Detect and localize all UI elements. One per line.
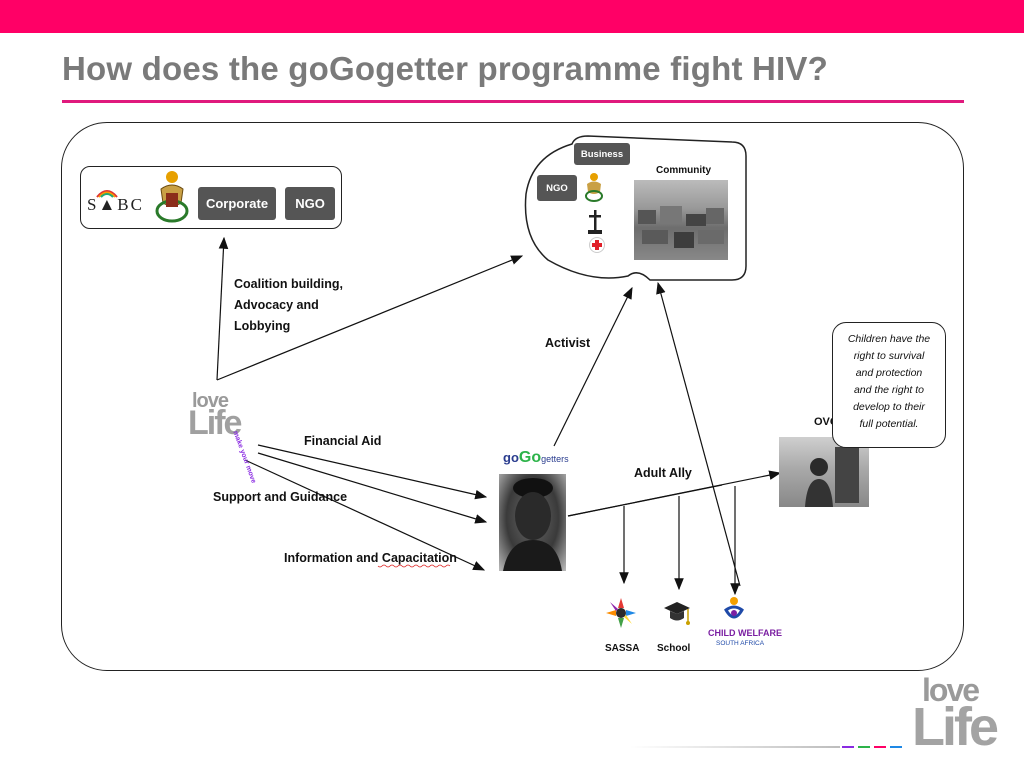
community-cloud: Business NGO Community <box>520 128 750 284</box>
gogetters-Go: Go <box>518 449 542 466</box>
child-welfare-label: CHILD WELFARE <box>708 628 782 638</box>
lovelife-logo: love Life make your move <box>188 390 262 484</box>
label-coalition: Coalition building, Advocacy and Lobbyin… <box>234 277 344 333</box>
label-financial-aid: Financial Aid <box>304 434 382 448</box>
label-information: Information and Capacitation <box>284 551 457 565</box>
rights-callout: Children have the right to survival and … <box>832 322 946 448</box>
sassa-label: SASSA <box>605 643 640 654</box>
footer-rule-purple <box>842 746 854 748</box>
corporate-tag: Corporate <box>198 187 276 220</box>
label-ovc: OVC <box>814 416 838 428</box>
arrow-coalition-up <box>216 236 229 381</box>
sabc-logo: S▲BC <box>87 183 149 214</box>
link-adult-ally <box>567 484 723 517</box>
lovelife-love: love <box>192 390 229 412</box>
ovc-photo <box>779 437 869 507</box>
arrow-to-community <box>216 255 524 381</box>
footer-lovelife-logo: love Life <box>912 672 1012 758</box>
coat-of-arms-icon <box>153 169 191 225</box>
diagram-frame <box>61 122 964 671</box>
child-welfare-sub: SOUTH AFRICA <box>716 640 765 647</box>
gogetters-getters: getters <box>541 454 569 464</box>
page-title: How does the goGogetter programme fight … <box>62 50 828 87</box>
ngo-tag: NGO <box>285 187 335 220</box>
child-welfare-icon <box>722 596 746 624</box>
activist-photo <box>499 474 566 571</box>
footer-rule-green <box>858 746 870 748</box>
label-adult-ally: Adult Ally <box>634 466 692 480</box>
community-label: Community <box>656 165 711 176</box>
label-support-guidance: Support and Guidance <box>213 490 348 504</box>
footer-rule-blue <box>890 746 902 748</box>
footer-rule-pink <box>874 746 886 748</box>
arrow-information <box>244 459 486 571</box>
community-photo <box>634 180 728 260</box>
sabc-wordmark: S▲BC <box>87 195 144 214</box>
spell-underline <box>377 564 451 568</box>
arrow-financial-aid <box>257 444 488 500</box>
school-label: School <box>657 643 691 654</box>
footer-rule-gray <box>630 746 840 748</box>
gogetters-go: go <box>503 450 519 465</box>
coat-of-arms-small-icon <box>583 172 605 202</box>
ngo-tag-community: NGO <box>537 175 577 201</box>
sassa-icon <box>604 596 638 630</box>
footer-life: Life <box>912 697 999 757</box>
graduation-cap-icon <box>662 598 692 630</box>
label-activist: Activist <box>545 336 591 350</box>
gogetters-logo: goGogetters <box>503 449 573 469</box>
title-underline <box>62 100 964 103</box>
arrow-support-guidance <box>257 452 488 524</box>
sabc-rays-icon <box>96 190 118 198</box>
top-brand-bar <box>0 0 1024 33</box>
church-cross-icon <box>587 208 603 236</box>
partners-box: S▲BC Corporate NGO <box>80 166 342 229</box>
red-cross-icon <box>589 237 605 253</box>
arrow-activist <box>553 286 633 447</box>
arrow-ovc-to-community <box>656 281 741 587</box>
business-tag: Business <box>574 143 630 165</box>
footer-love: love <box>922 672 980 708</box>
lovelife-life: Life <box>188 404 242 442</box>
